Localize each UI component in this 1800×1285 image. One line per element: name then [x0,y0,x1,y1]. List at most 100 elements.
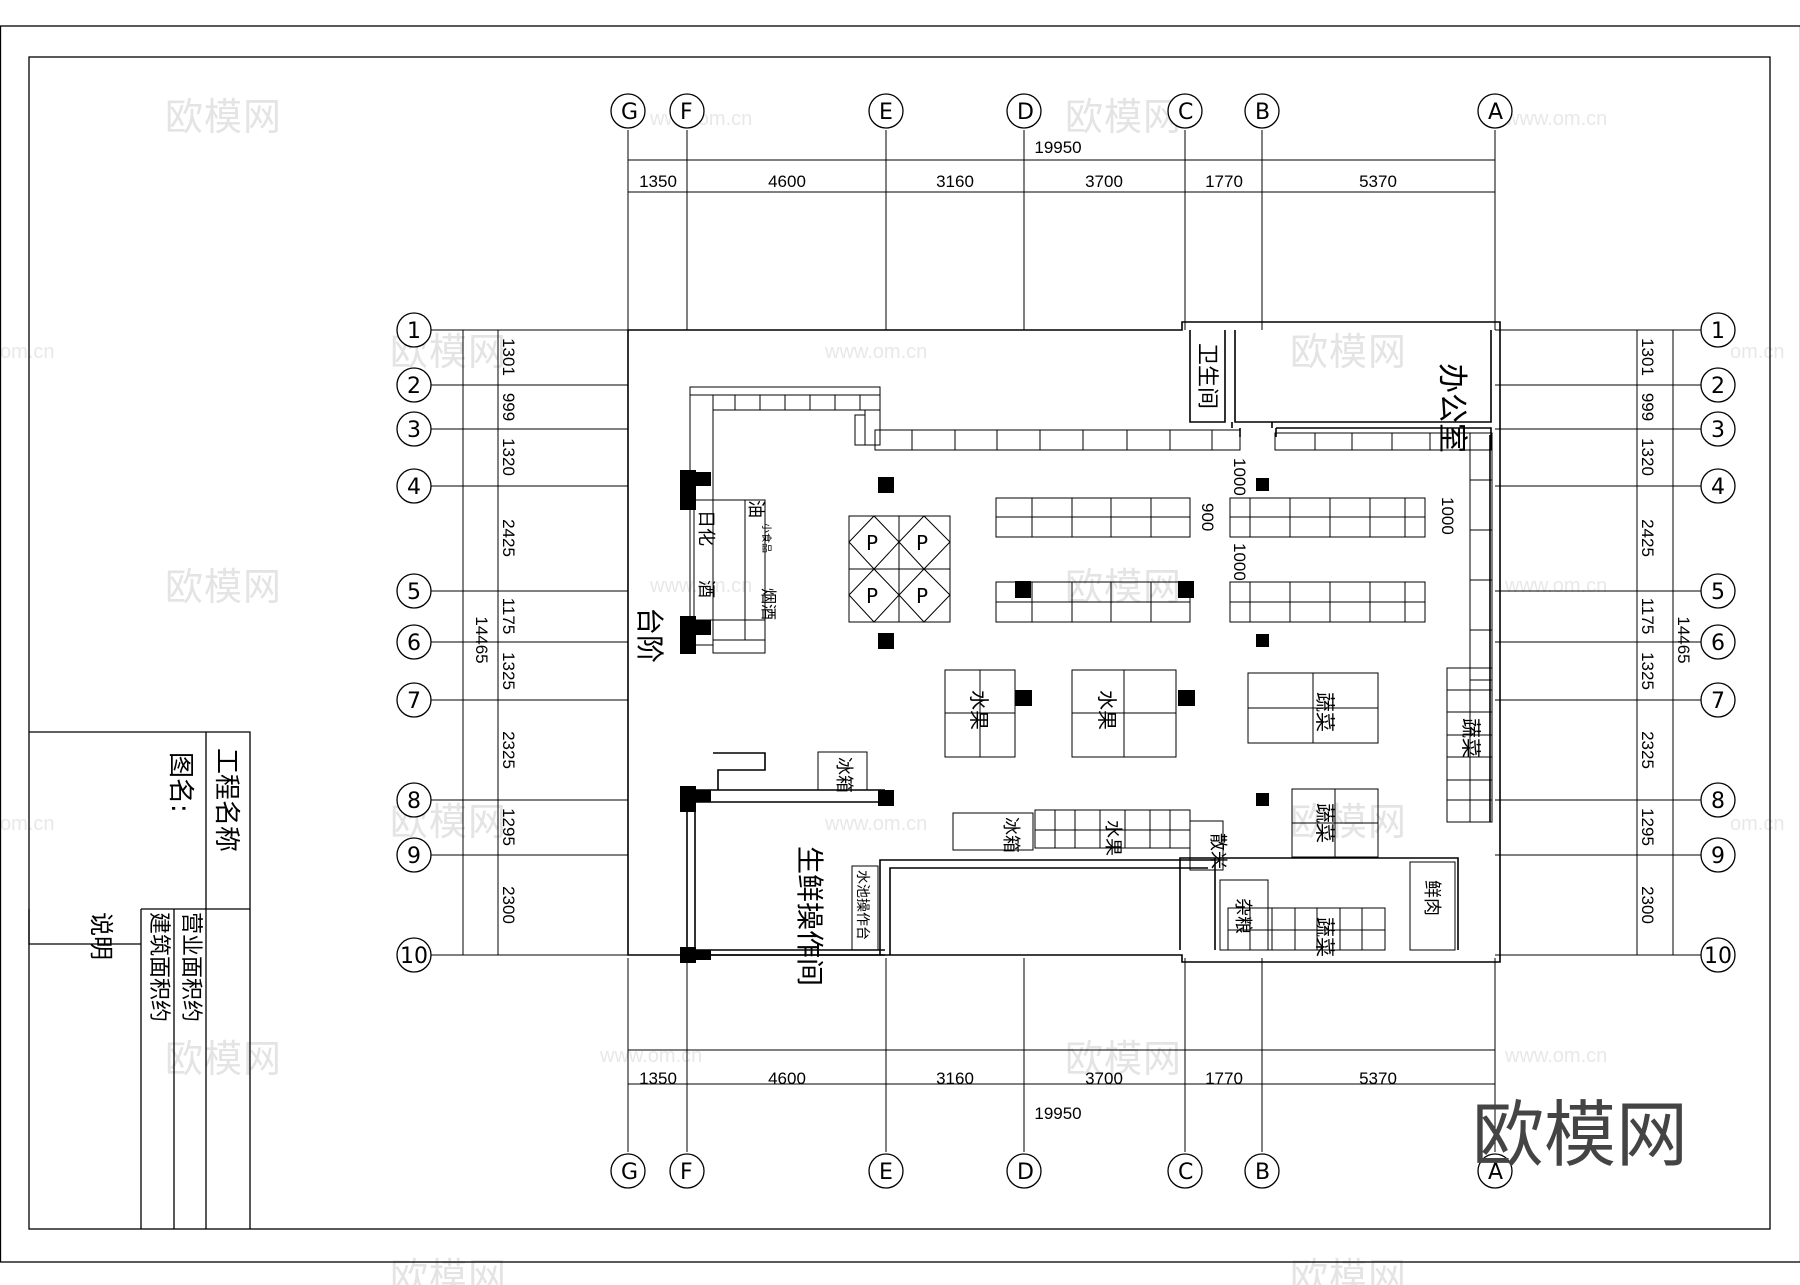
island-shelves [995,497,1426,623]
dim-segment: 2425 [499,519,518,557]
watermark-url: www.om.cn [824,341,927,363]
promo-grid: P P P P [848,515,951,623]
axis-bubble-3: 3 [396,411,432,447]
dim-segment: 4600 [768,172,806,191]
svg-text:F: F [680,1160,693,1185]
label-grains: 杂粮 [1232,898,1253,934]
axis-bubble-a: A [1477,1153,1513,1189]
axis-bubble-3: 3 [1700,411,1736,447]
label-fruit: 水果 [1095,690,1119,730]
title-building-area: 建筑面积约 [146,912,171,1022]
watermark-text: 欧模网 [1065,95,1182,139]
watermark-text: 欧模网 [1065,1037,1182,1081]
inner-frame [28,56,1771,1230]
axis-bubble-a: A [1477,93,1513,129]
dim-segment: 3160 [936,172,974,191]
svg-text:4: 4 [1711,475,1725,500]
svg-text:8: 8 [407,789,421,814]
aisle-dimensions: 1000 900 1000 1000 [1198,458,1457,581]
svg-text:C: C [1178,1160,1193,1185]
promo-label: P [916,531,928,555]
axis-bubble-9: 9 [396,837,432,873]
title-business-area: 营业面积约 [178,912,203,1022]
dim-segment: 1320 [1638,438,1657,476]
shelf-daily-goods: 日化 [695,510,716,546]
svg-text:2: 2 [1711,374,1725,399]
axis-bubble-e: E [868,1153,904,1189]
watermark-brand-large: 欧模网 [1472,1093,1688,1177]
svg-text:3: 3 [407,418,421,443]
watermark-url: om.cn [0,813,54,835]
svg-text:1: 1 [1711,319,1725,344]
axis-bubble-4: 4 [1700,468,1736,504]
label-fridge: 冰箱 [1000,817,1021,853]
watermark-text: 欧模网 [1290,800,1407,844]
svg-text:10: 10 [400,944,428,969]
svg-text:1: 1 [407,319,421,344]
dimension-texts-top: 19950 1350 4600 3160 3700 1770 5370 [639,138,1397,191]
watermark-url: www.om.cn [824,813,927,835]
watermark-text: 欧模网 [1290,1255,1407,1285]
aisle-dim: 1000 [1438,497,1457,535]
dim-segment: 1295 [1638,808,1657,846]
shelf-snacks: 小食品 [760,523,773,553]
svg-text:6: 6 [1711,631,1725,656]
dim-segment: 999 [499,393,518,421]
axis-bubble-8: 8 [396,782,432,818]
svg-text:2: 2 [407,374,421,399]
shelf-left-interior [693,410,766,654]
watermark-url: om.cn [0,341,54,363]
axis-bubble-9: 9 [1700,837,1736,873]
label-sink-table: 水池操作台 [854,870,870,940]
axis-bubble-g: G [610,93,646,129]
watermark-url: om.cn [1730,341,1784,363]
axis-bubble-6: 6 [396,624,432,660]
watermark-text: 欧模网 [165,95,282,139]
row-axis-bubbles-left: 1 2 3 4 5 6 7 8 9 10 [396,312,432,973]
axis-bubble-f: F [669,93,705,129]
promo-label: P [916,584,928,608]
svg-text:C: C [1178,100,1193,125]
room-steps: 台阶 [633,607,666,663]
dim-segment: 2300 [1638,886,1657,924]
svg-text:B: B [1255,1160,1270,1185]
shelf-wine: 酒 [695,580,716,598]
aisle-dim: 900 [1198,503,1217,531]
dim-segment: 5370 [1359,172,1397,191]
dim-segment: 1301 [499,338,518,376]
column-axis-bubbles-top: G F E D C B A [610,93,1513,129]
watermark-url: om.cn [1730,813,1784,835]
dim-segment: 2325 [1638,731,1657,769]
watermark-text: 欧模网 [1290,330,1407,374]
label-fresh-meat: 鲜肉 [1421,880,1442,916]
column-axis-bubbles-bottom: G F E D C B A [610,1153,1513,1189]
watermark-url: www.om.cn [1504,575,1607,597]
watermark-text: 欧模网 [165,1037,282,1081]
promo-label: P [866,531,878,555]
outer-frame [0,25,1800,1263]
axis-bubble-10: 10 [396,937,432,973]
label-fruit: 水果 [967,690,991,730]
svg-text:8: 8 [1711,789,1725,814]
axis-bubble-c: C [1167,1153,1203,1189]
promo-label: P [866,584,878,608]
svg-text:9: 9 [407,844,421,869]
watermark-url: www.om.cn [1504,108,1607,130]
svg-text:D: D [1017,100,1034,125]
svg-text:B: B [1255,100,1270,125]
axis-bubble-f: F [669,1153,705,1189]
dimension-texts-left: 14465 1301 999 1320 2425 1175 1325 2325 … [472,338,518,924]
produce-stands [817,669,1456,951]
dim-total-right: 14465 [1674,616,1693,663]
axis-bubble-7: 7 [396,682,432,718]
dimension-lines [462,159,1674,1085]
shelf-tobacco-wine: 烟酒 [759,588,778,620]
shelf-oil: 油 [745,500,766,518]
svg-text:5: 5 [407,580,421,605]
title-project-name: 工程名称 [211,748,241,852]
room-office: 办公室 [1434,363,1469,453]
axis-grid [420,130,1716,1152]
axis-bubble-5: 5 [1700,573,1736,609]
title-notes: 说明 [87,912,115,960]
